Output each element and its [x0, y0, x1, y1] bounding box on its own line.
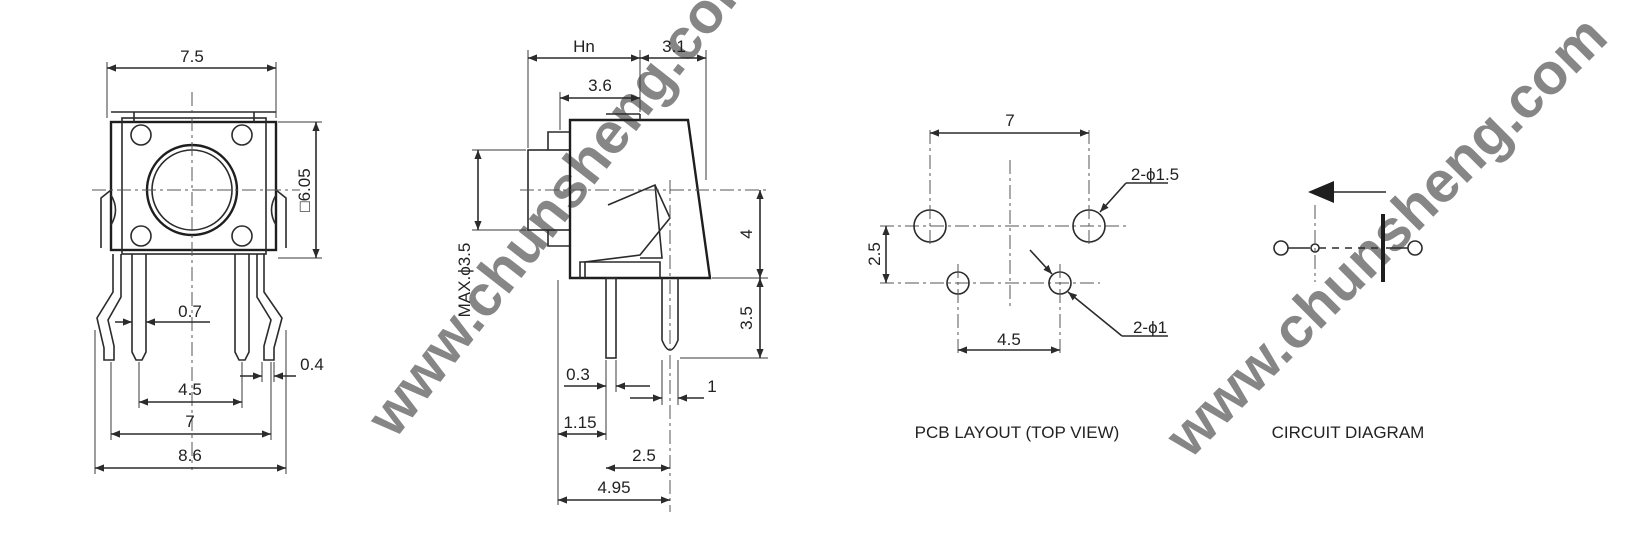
- label-pcb-span-top: 7: [1005, 111, 1014, 130]
- label-front-square: □6.05: [295, 168, 314, 211]
- side-housing: [568, 118, 712, 280]
- post-top-left: [130, 124, 152, 146]
- label-side-lead-r: 1: [707, 377, 716, 396]
- switch-inner-frame: [121, 117, 267, 255]
- circuit-diagram: CIRCUIT DIAGRAM: [1272, 181, 1425, 442]
- label-side-hn: Hn: [573, 37, 595, 56]
- front-view: 7.5 □6.05 0.7 0.4 4.5 7 8.6: [92, 47, 324, 474]
- label-side-max-dia: MAX.ϕ3.5: [455, 243, 474, 318]
- pin-inner-right: [234, 254, 250, 361]
- watermark-text-right: www.chunsheng.com: [1153, 3, 1620, 470]
- caption-circuit-diagram: CIRCUIT DIAGRAM: [1272, 423, 1425, 442]
- label-side-lead-w: 0.3: [566, 365, 590, 384]
- label-pcb-row-gap: 2.5: [865, 242, 884, 266]
- leader-small: [1068, 292, 1168, 337]
- leader-small-b: [1029, 249, 1053, 275]
- terminal-thin: [605, 277, 617, 359]
- switch-body: [109, 120, 278, 252]
- side-view: Hn 3.1 3.6 MAX.ϕ3.5 4 3.5 0.3 1 1.15 2.5…: [455, 37, 768, 512]
- plunger-bump-top: [547, 131, 570, 150]
- post-bottom-right: [231, 225, 253, 247]
- circuit-arrow-head: [1308, 181, 1334, 203]
- label-side-off-b: 2.5: [632, 446, 656, 465]
- label-side-off-c: 4.95: [597, 478, 630, 497]
- post-top-right: [231, 124, 253, 146]
- label-pcb-span-bottom: 4.5: [997, 330, 1021, 349]
- label-side-height-b: 3.5: [737, 306, 756, 330]
- label-side-top-right: 3.1: [662, 37, 686, 56]
- label-front-pin-gap: 0.7: [178, 302, 202, 321]
- pcb-layout: 7 2-ϕ1.5 2.5 2-ϕ1 4.5 PCB LAYOUT (TOP VI…: [865, 111, 1179, 442]
- left-clip: [100, 189, 117, 248]
- label-front-overall: 8.6: [178, 446, 202, 465]
- pin-inner-left: [131, 254, 147, 361]
- circuit-terminal-left: [1273, 240, 1289, 256]
- leader-large: [1100, 182, 1168, 212]
- internal-wedge: [584, 183, 671, 278]
- leg-left: [96, 254, 122, 361]
- post-bottom-left: [130, 225, 152, 247]
- right-clip: [270, 189, 287, 248]
- label-front-pitch-a: 4.5: [178, 380, 202, 399]
- label-front-width-top: 7.5: [180, 47, 204, 66]
- caption-pcb-layout: PCB LAYOUT (TOP VIEW): [915, 423, 1120, 442]
- plunger-bump-bottom: [547, 230, 570, 247]
- leg-right: [256, 254, 283, 361]
- label-side-off-a: 1.15: [563, 413, 596, 432]
- label-side-top-inner: 3.6: [588, 76, 612, 95]
- watermark-right: www.chunsheng.com: [1153, 3, 1620, 470]
- label-side-height-a: 4: [737, 229, 756, 238]
- label-pcb-hole-small: 2-ϕ1: [1133, 318, 1167, 337]
- circuit-terminal-right: [1407, 240, 1423, 256]
- internal-wedge-2: [640, 184, 663, 259]
- label-pcb-hole-large: 2-ϕ1.5: [1131, 165, 1179, 184]
- label-front-pin-thk: 0.4: [300, 355, 324, 374]
- housing-base: [579, 261, 661, 278]
- label-front-pitch-b: 7: [185, 412, 194, 431]
